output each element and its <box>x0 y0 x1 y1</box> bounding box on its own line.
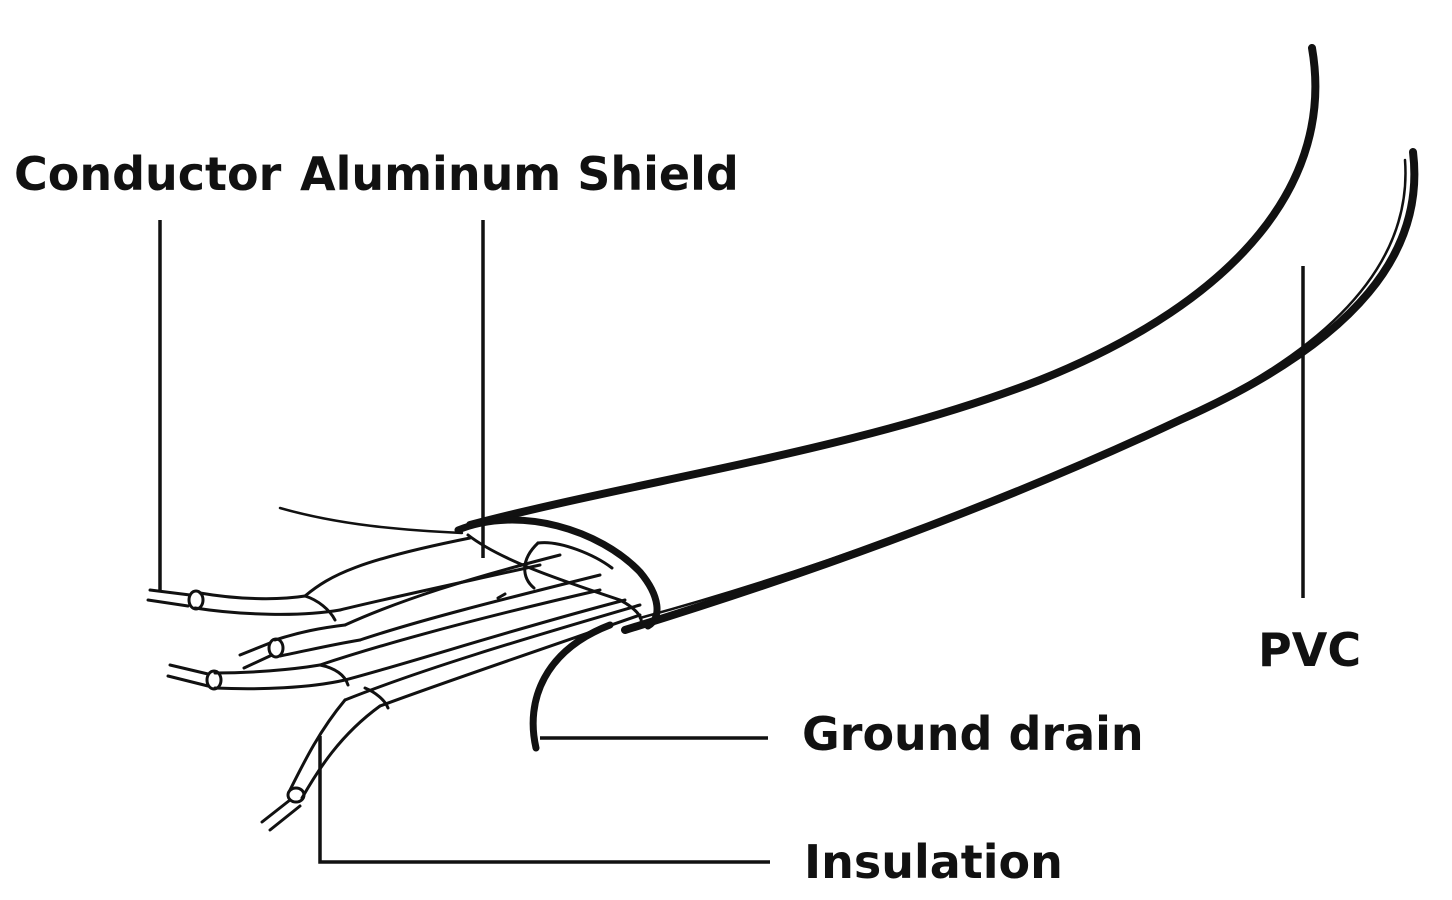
wire-2 <box>238 553 602 670</box>
ground-drain-wire <box>496 592 614 752</box>
label-insulation: Insulation <box>804 835 1063 889</box>
wire-3 <box>166 588 627 691</box>
pvc-jacket <box>454 44 1419 634</box>
label-aluminum-shield: Aluminum Shield <box>300 147 739 201</box>
leader-lines <box>158 220 1305 864</box>
label-pvc: PVC <box>1258 623 1361 677</box>
aluminum-shield <box>278 506 614 590</box>
leader-insulation <box>318 736 770 864</box>
label-ground-drain: Ground drain <box>802 707 1144 761</box>
label-conductor: Conductor <box>14 147 282 201</box>
inner-wires <box>146 536 642 832</box>
wire-1 <box>146 536 542 622</box>
